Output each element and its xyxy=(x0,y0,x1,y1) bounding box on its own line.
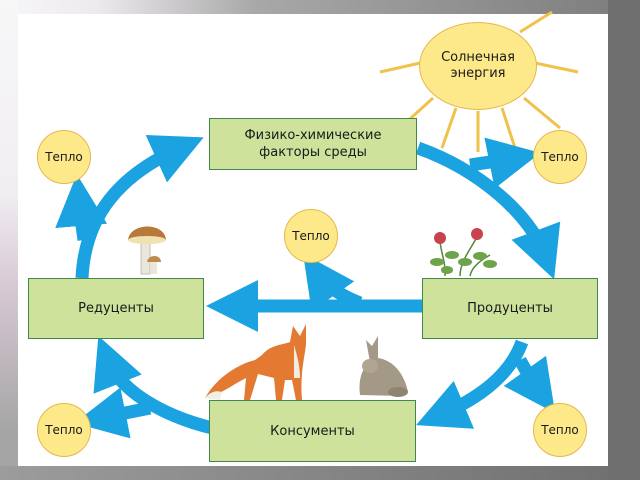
arrow-producers-to-center-heat xyxy=(303,253,363,312)
reducers-box: Редуценты xyxy=(28,278,204,339)
fox-illustration xyxy=(205,324,306,400)
heat-label: Тепло xyxy=(541,423,579,437)
heat-label: Тепло xyxy=(541,150,579,164)
consumers-label: Консументы xyxy=(270,423,355,439)
heat-node-bottom-left: Тепло xyxy=(37,403,91,457)
arrow-consumers-to-heat xyxy=(74,387,152,439)
heat-label: Тепло xyxy=(45,423,83,437)
arrow-producers-to-consumers xyxy=(416,339,529,429)
heat-node-center: Тепло xyxy=(284,209,338,263)
sun-ray xyxy=(440,107,458,149)
slide-frame-right xyxy=(608,0,640,480)
arrow-reducers-to-physchem xyxy=(75,134,204,279)
sun-ray xyxy=(534,61,579,74)
physchem-factors-box: Физико-химические факторы среды xyxy=(209,118,417,170)
solar-energy-label-line2: энергия xyxy=(450,66,506,81)
reducers-label: Редуценты xyxy=(78,301,154,316)
consumers-box: Консументы xyxy=(209,400,416,462)
heat-label: Тепло xyxy=(45,150,83,164)
producers-label: Продуценты xyxy=(467,301,553,316)
clover-illustration xyxy=(430,228,497,277)
heat-node-top-left: Тепло xyxy=(37,130,91,184)
producers-box: Продуценты xyxy=(422,278,598,339)
physchem-label-line2: факторы среды xyxy=(259,145,367,160)
arrow-physchem-to-heat xyxy=(469,137,541,189)
slide-frame-top xyxy=(0,0,640,14)
arrow-consumers-to-reducers xyxy=(93,335,214,435)
solar-energy-node: Солнечная энергия xyxy=(419,22,537,110)
heat-label: Тепло xyxy=(292,229,330,243)
sun-ray xyxy=(523,96,561,130)
sun-ray xyxy=(519,10,553,34)
slide-frame-bottom xyxy=(0,466,640,480)
hare-illustration xyxy=(359,336,408,397)
heat-node-top-right: Тепло xyxy=(533,130,587,184)
slide-frame-left xyxy=(0,0,18,480)
sun-ray xyxy=(500,107,517,149)
solar-energy-label-line1: Солнечная xyxy=(441,50,515,65)
sun-ray xyxy=(379,61,421,74)
arrow-physchem-to-producers xyxy=(415,141,561,280)
arrow-producers-to-heat xyxy=(503,355,556,414)
physchem-label-line1: Физико-химические xyxy=(244,128,382,143)
mushroom-illustration xyxy=(128,226,166,275)
arrow-reducers-to-heat xyxy=(55,174,108,241)
heat-node-bottom-right: Тепло xyxy=(533,403,587,457)
